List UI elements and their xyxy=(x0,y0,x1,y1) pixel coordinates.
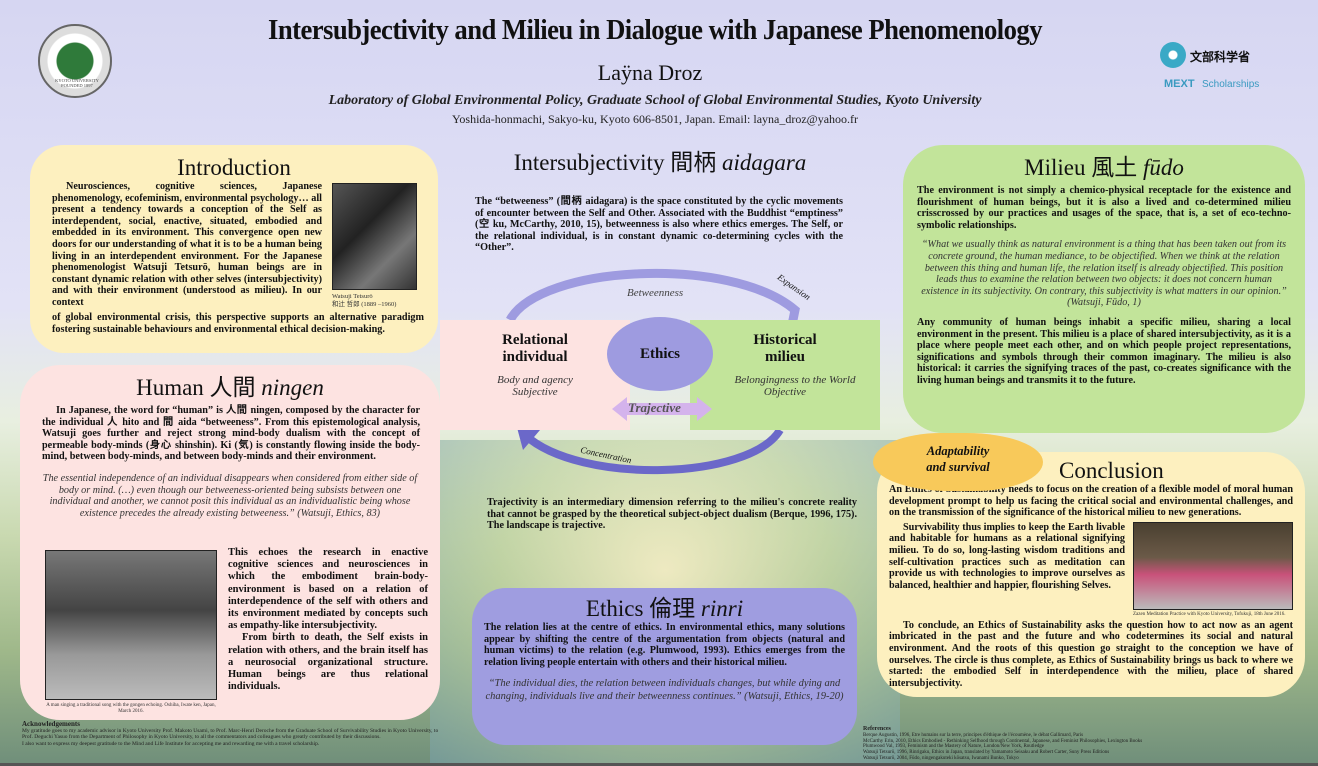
intersubjectivity-title: Intersubjectivity 間柄 aidagara xyxy=(513,150,807,175)
mext-emblem-icon xyxy=(1160,42,1186,68)
kyoto-university-logo: KYOTO UNIVERSITY FOUNDED 1897 xyxy=(38,24,112,98)
trajective-label: Trajective xyxy=(628,400,681,415)
milieu-panel: Milieu 風土 fūdo The environment is not si… xyxy=(903,145,1305,433)
meditation-figure: Zazen Meditation Practice with Kyoto Uni… xyxy=(1133,521,1293,618)
address: Yoshida-honmachi, Sakyo-ku, Kyoto 606-85… xyxy=(451,112,859,126)
concentration-arrow xyxy=(522,427,784,474)
mext-logo: 文部科学省 MEXT Scholarships xyxy=(1158,34,1288,94)
watsuji-photo xyxy=(332,183,417,290)
author: Laÿna Droz xyxy=(597,60,703,85)
betweenness-label: Betweenness xyxy=(627,287,684,299)
ethics-panel: Ethics 倫理 rinri The relation lies at the… xyxy=(472,588,857,745)
bottom-border xyxy=(0,763,1318,766)
references: References Berque Augustin, 1996, Etre h… xyxy=(863,726,1143,761)
affiliation: Laboratory of Global Environmental Polic… xyxy=(328,93,982,108)
historical-milieu-box: Historical milieu Belongingness to the W… xyxy=(690,320,880,430)
human-panel: Human 人間 ningen In Japanese, the word fo… xyxy=(20,365,440,720)
relational-individual-box: Relational individual Body and agency Su… xyxy=(440,320,630,430)
introduction-panel: Introduction Watsuji Tetsurō 和辻 哲郎 (1889… xyxy=(30,145,438,353)
landscape-photo xyxy=(45,550,217,700)
ethics-ellipse: Ethics xyxy=(607,317,713,391)
meditation-photo xyxy=(1133,521,1293,610)
expansion-arrow xyxy=(506,268,800,336)
acknowledgements: Acknowledgements My gratitude goes to my… xyxy=(22,720,439,747)
watsuji-figure: Watsuji Tetsurō 和辻 哲郎 (1889 –1960) xyxy=(332,183,424,308)
introduction-title: Introduction xyxy=(177,155,291,180)
conclusion-panel: Conclusion An Ethics of Sustainability n… xyxy=(877,452,1305,698)
poster-title: Intersubjectivity and Milieu in Dialogue… xyxy=(267,14,1043,46)
